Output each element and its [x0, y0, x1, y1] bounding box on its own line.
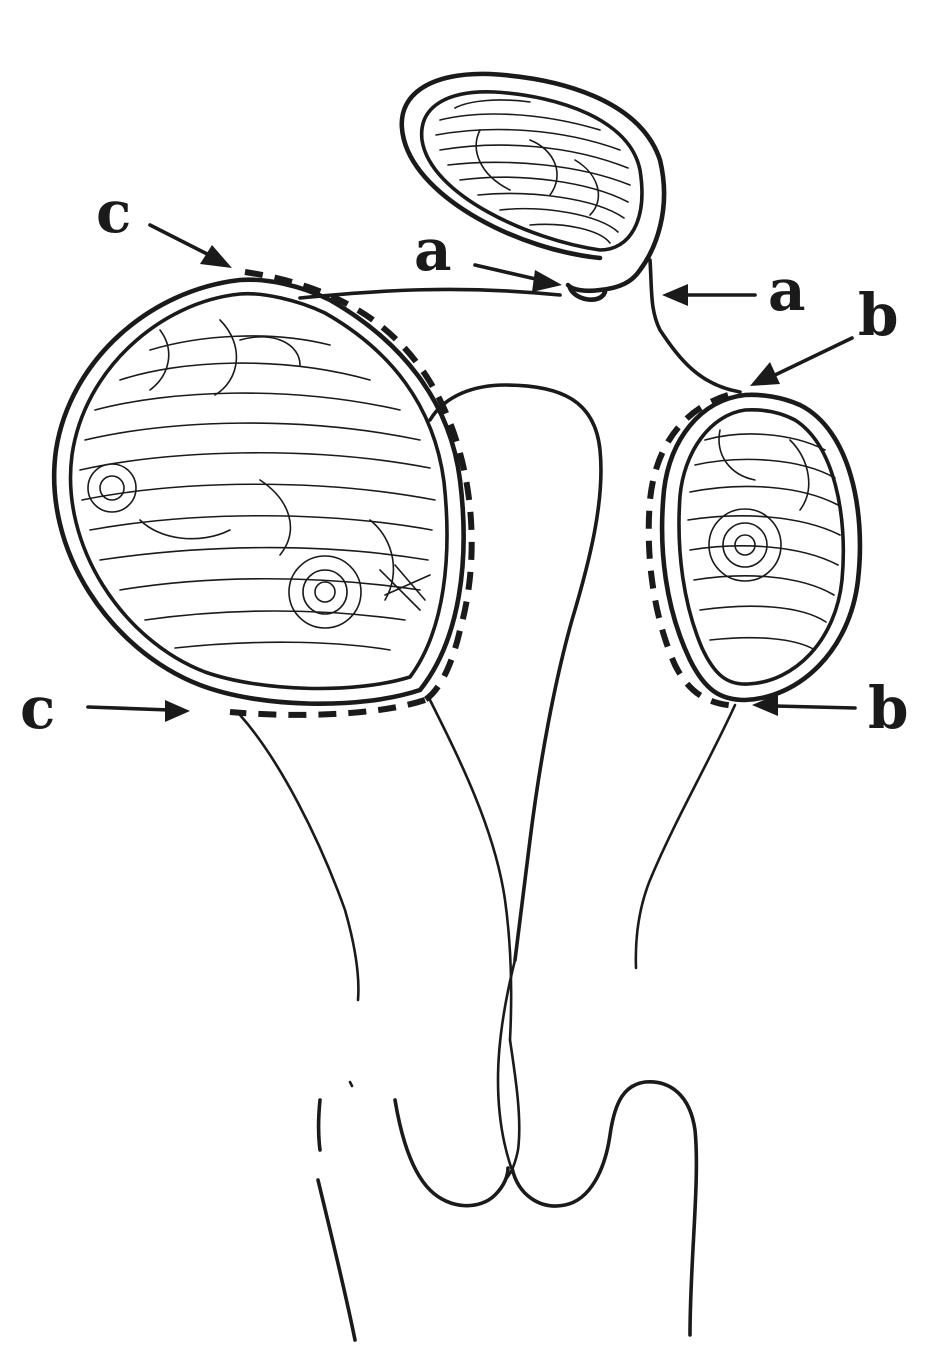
arrow-c-lower-head [165, 700, 190, 722]
arrow-c-upper-head [200, 245, 232, 268]
large-left-cyst [54, 272, 472, 715]
arrows [88, 225, 855, 722]
label-c-lower: c [20, 674, 55, 742]
right-cyst [649, 395, 860, 706]
label-a-right: a [768, 256, 806, 324]
arrow-a-right-head [662, 284, 688, 306]
large-cyst-hatching [80, 320, 435, 650]
arrow-a-left-head [532, 270, 562, 292]
label-b-upper: b [858, 281, 899, 349]
label-a-left: a [414, 216, 452, 284]
right-cyst-hatching [688, 430, 840, 650]
label-b-lower: b [868, 674, 909, 742]
label-c-upper: c [96, 178, 131, 246]
